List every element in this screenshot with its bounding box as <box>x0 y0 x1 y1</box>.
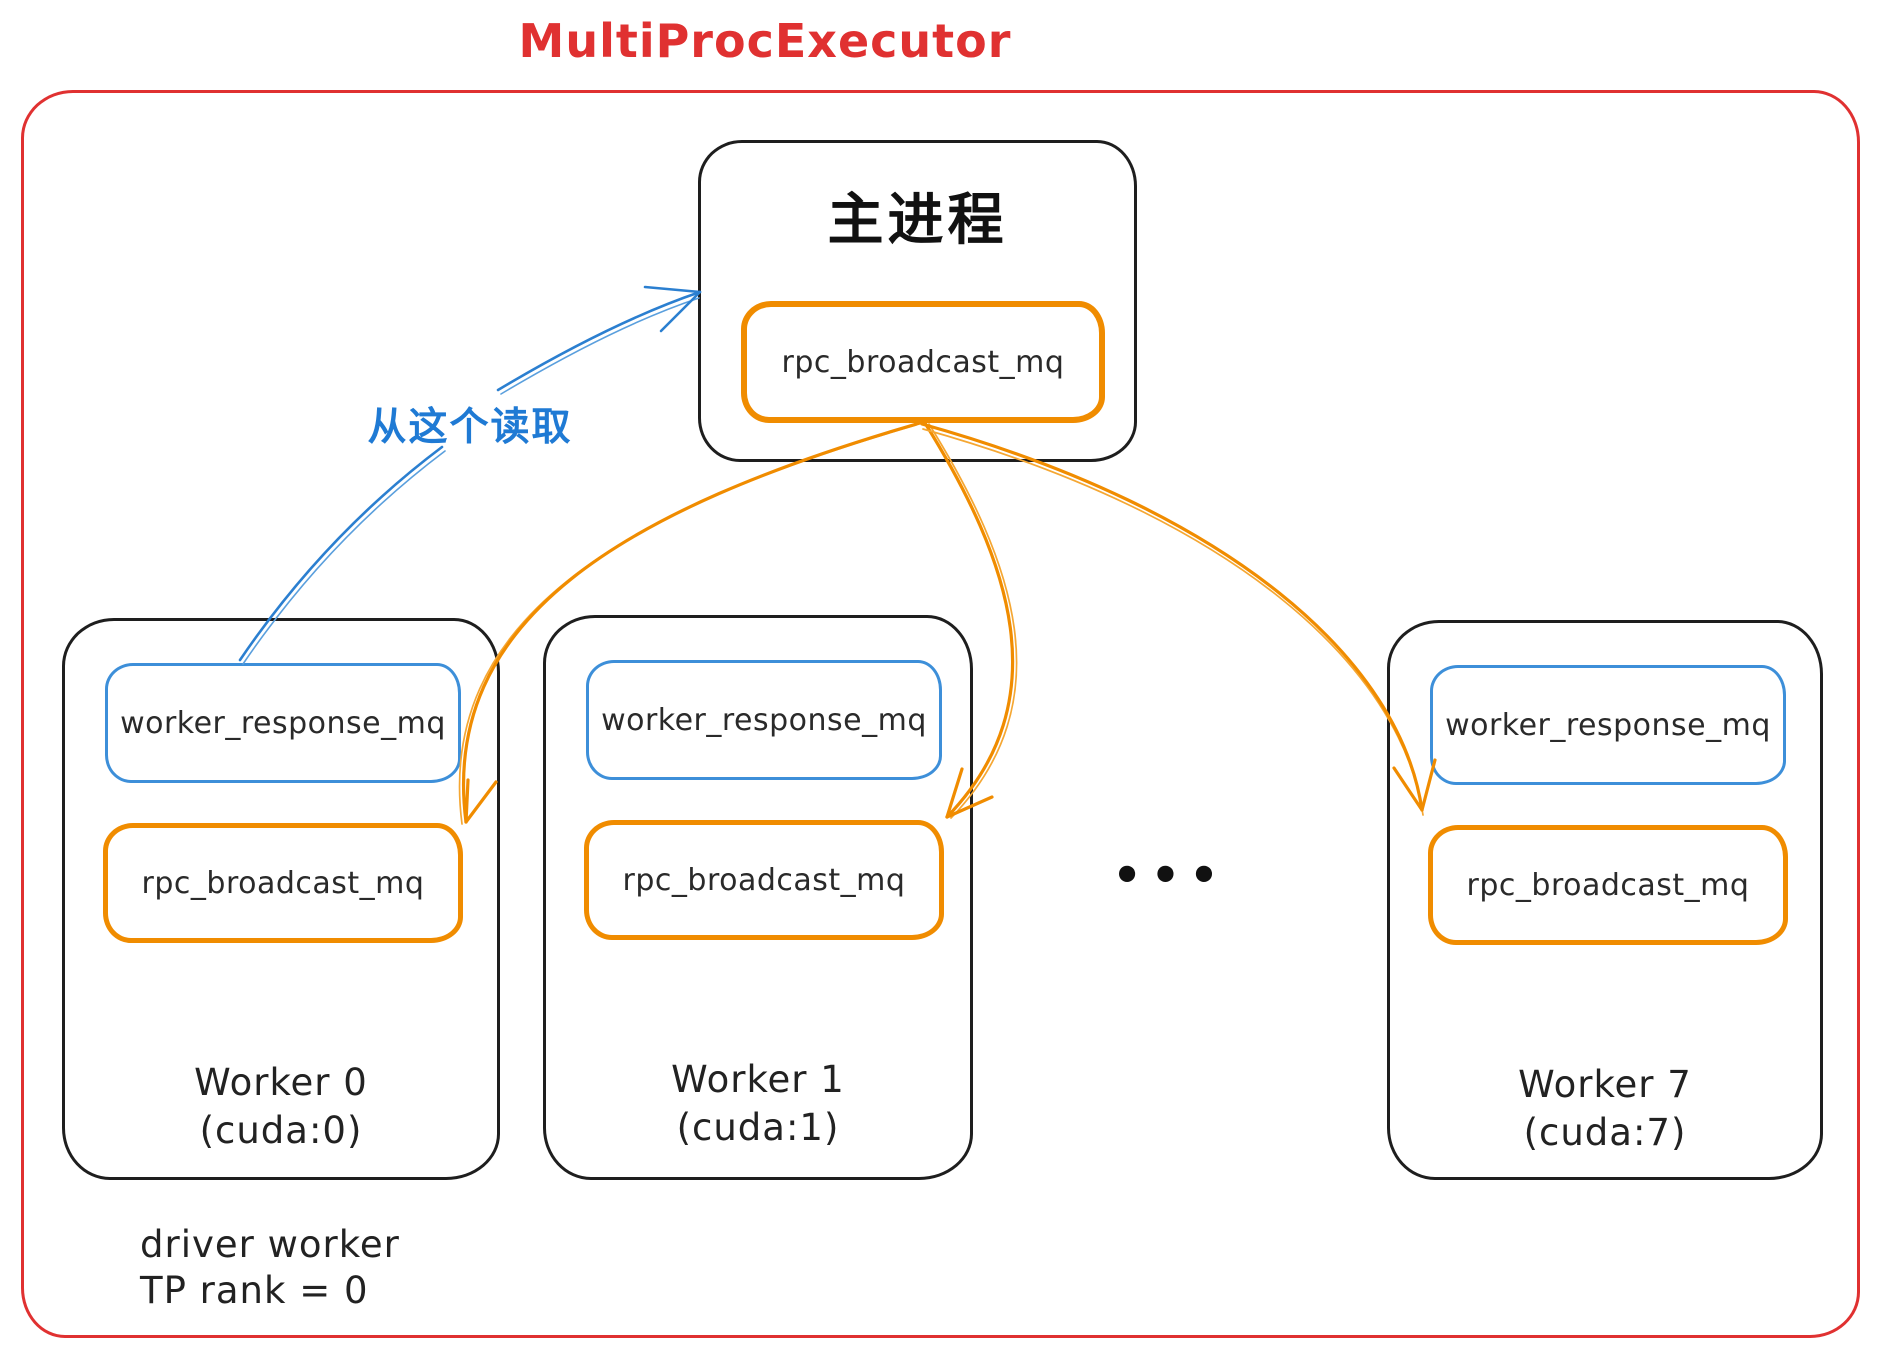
main-rpc-broadcast-mq-label: rpc_broadcast_mq <box>781 344 1065 380</box>
worker-1-device: (cuda:1) <box>676 1106 840 1149</box>
worker-7-response-mq-box: worker_response_mq <box>1430 665 1786 785</box>
worker-0-device: (cuda:0) <box>199 1109 363 1152</box>
main-process-label: 主进程 <box>827 188 1008 253</box>
main-rpc-broadcast-mq-box: rpc_broadcast_mq <box>741 301 1105 423</box>
worker-1-broadcast-mq-box: rpc_broadcast_mq <box>584 820 944 940</box>
worker-0-box: worker_response_mq rpc_broadcast_mq Work… <box>62 618 500 1180</box>
worker-7-broadcast-mq-label: rpc_broadcast_mq <box>1466 867 1750 903</box>
worker-7-device: (cuda:7) <box>1523 1111 1687 1154</box>
worker-0-response-mq-box: worker_response_mq <box>105 663 461 783</box>
driver-worker-note: driver worker TP rank = 0 <box>140 1222 400 1314</box>
worker-0-name: Worker 0 <box>194 1061 368 1104</box>
worker-0-broadcast-mq-box: rpc_broadcast_mq <box>103 823 463 943</box>
worker-7-name: Worker 7 <box>1518 1063 1692 1106</box>
worker-0-broadcast-mq-label: rpc_broadcast_mq <box>141 865 425 901</box>
driver-worker-note-line1: driver worker <box>140 1223 400 1266</box>
main-process-box: 主进程 rpc_broadcast_mq <box>698 140 1137 462</box>
diagram-title: MultiProcExecutor <box>518 14 1012 68</box>
worker-7-label: Worker 7 (cuda:7) <box>1390 1061 1820 1157</box>
worker-1-response-mq-box: worker_response_mq <box>586 660 942 780</box>
worker-7-broadcast-mq-box: rpc_broadcast_mq <box>1428 825 1788 945</box>
worker-1-box: worker_response_mq rpc_broadcast_mq Work… <box>543 615 973 1180</box>
worker-7-response-mq-label: worker_response_mq <box>1445 707 1771 743</box>
worker-0-response-mq-label: worker_response_mq <box>120 705 446 741</box>
worker-1-name: Worker 1 <box>671 1058 845 1101</box>
worker-0-label: Worker 0 (cuda:0) <box>65 1059 497 1155</box>
worker-1-broadcast-mq-label: rpc_broadcast_mq <box>622 862 906 898</box>
more-workers-ellipsis: ••• <box>1112 848 1228 902</box>
multiproc-executor-boundary <box>21 90 1860 1338</box>
worker-7-box: worker_response_mq rpc_broadcast_mq Work… <box>1387 620 1823 1180</box>
driver-worker-note-line2: TP rank = 0 <box>140 1269 369 1312</box>
read-from-this-label: 从这个读取 <box>367 405 573 450</box>
worker-1-label: Worker 1 (cuda:1) <box>546 1056 970 1152</box>
worker-1-response-mq-label: worker_response_mq <box>601 702 927 738</box>
